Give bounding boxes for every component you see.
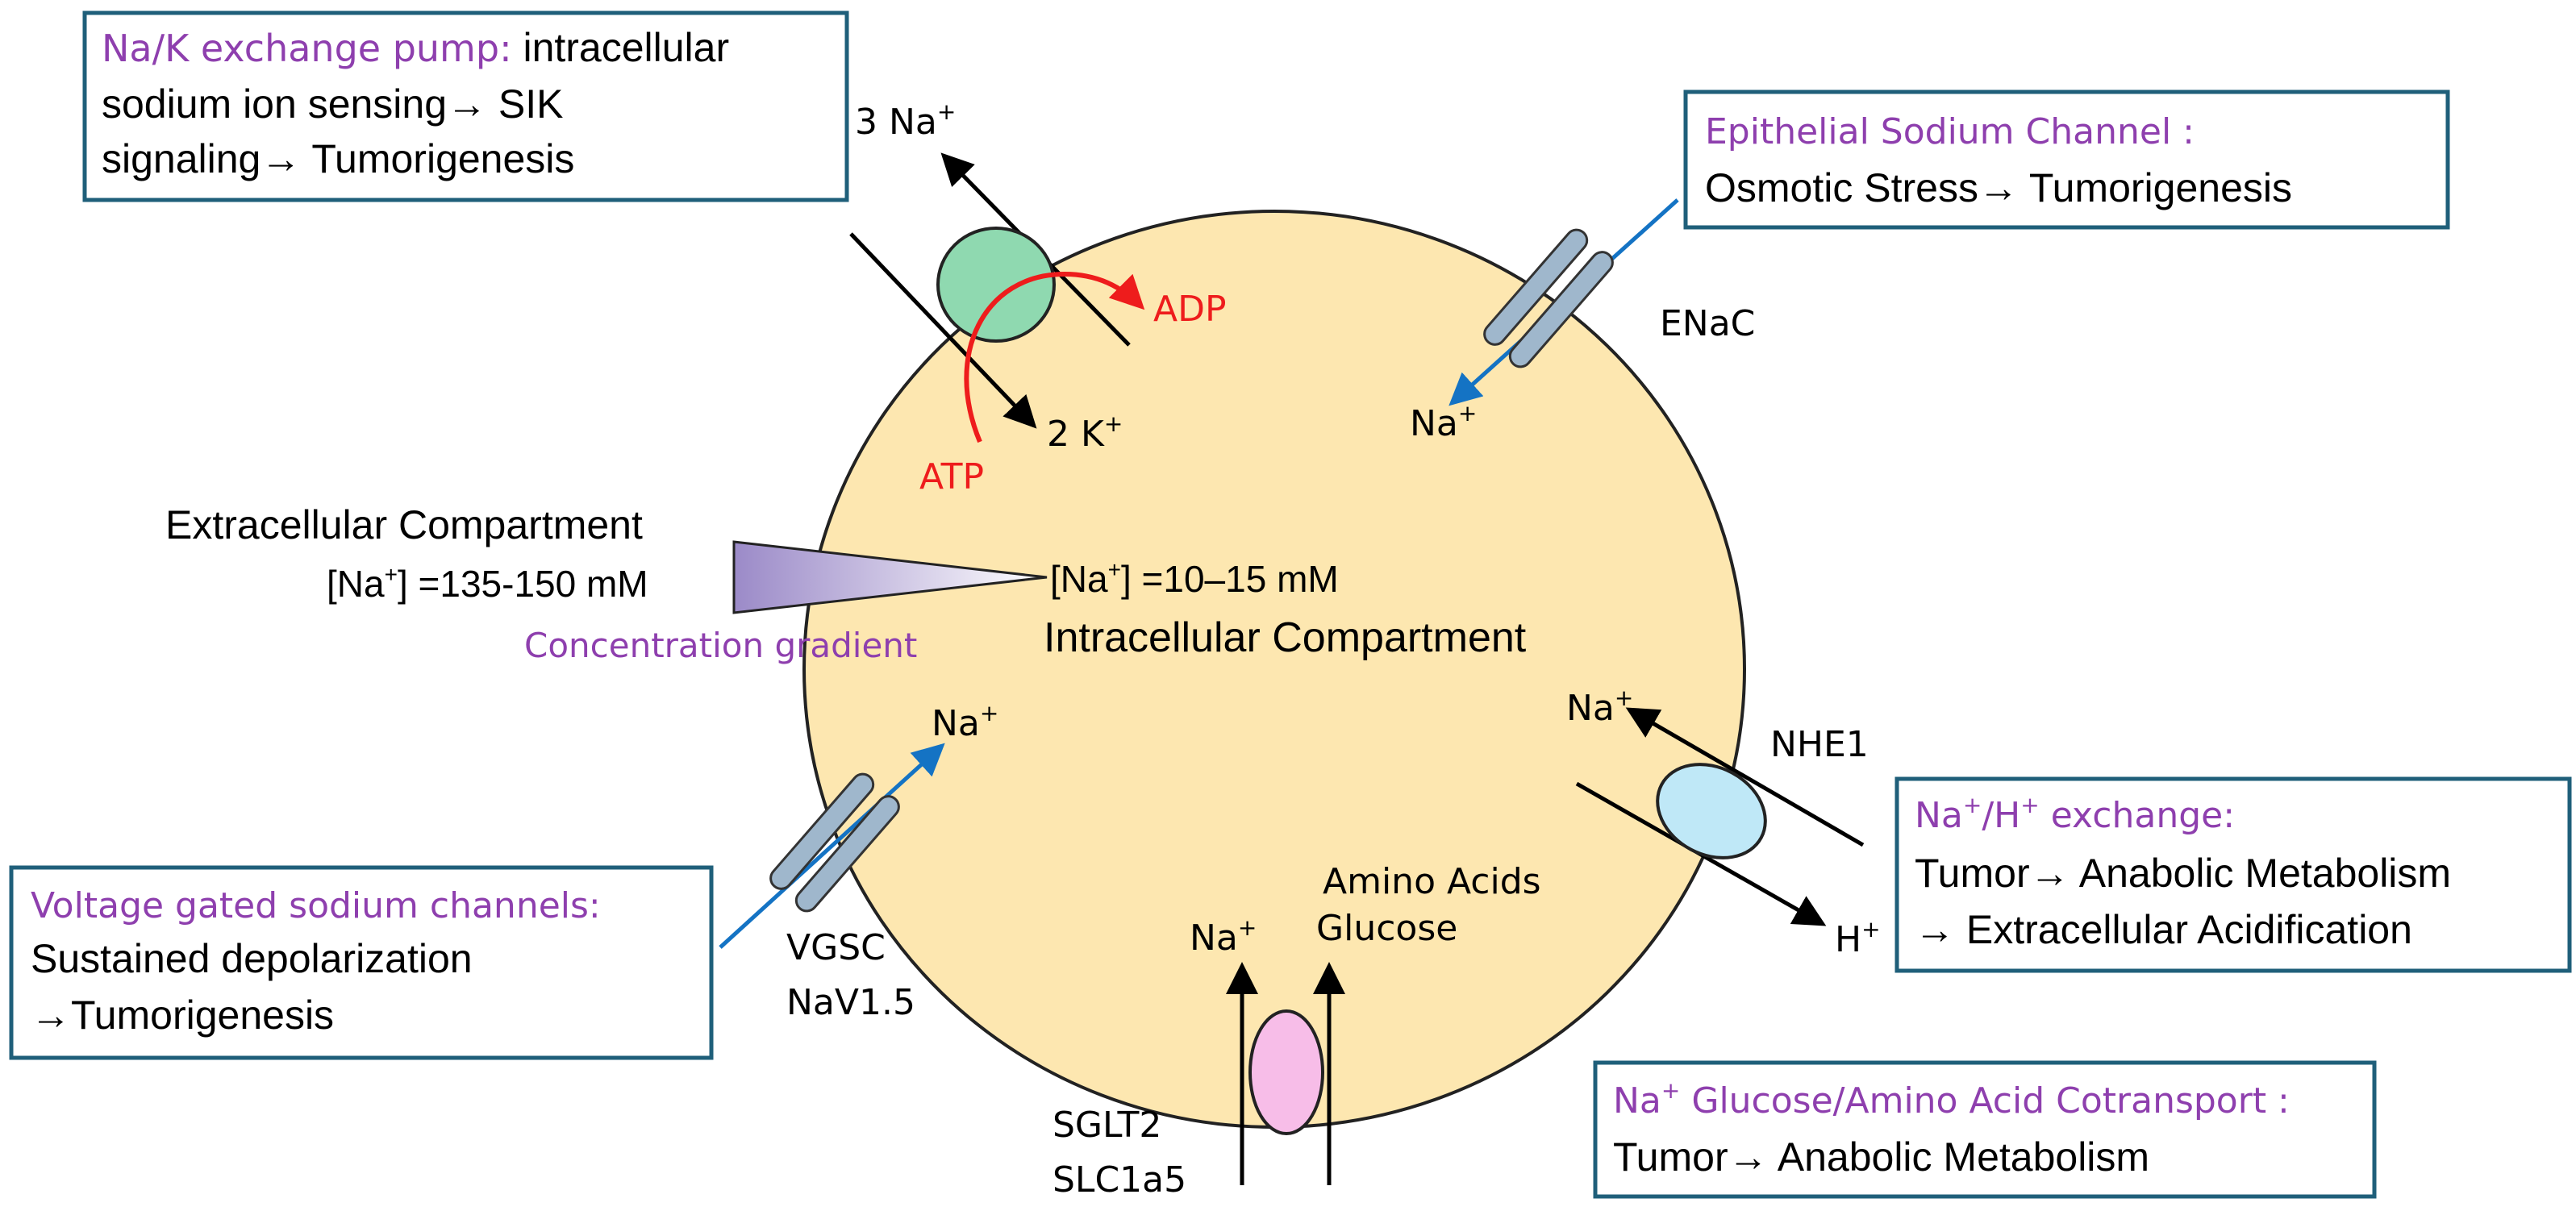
- nhe-callout-line2: → Extracellular Acidification: [1915, 907, 2412, 952]
- intracellular-concentration: [Na+] =10–15 mM: [1050, 557, 1339, 600]
- nak-pump-icon: [936, 227, 1056, 343]
- pump-k-in-arrow: [849, 232, 1037, 429]
- concentration-gradient-label: Concentration gradient: [524, 626, 917, 665]
- glucose-label: Glucose: [1316, 908, 1457, 949]
- nak-callout-title: Na/K exchange pump:: [102, 27, 512, 70]
- concentration-gradient-wedge: [732, 540, 1048, 614]
- extracellular-title: Extracellular Compartment: [165, 502, 643, 547]
- sglt-cotransporter-icon: [1248, 1009, 1324, 1135]
- enac-callout-line1: Osmotic Stress→ Tumorigenesis: [1705, 165, 2292, 210]
- slc1a5-name-label: SLC1a5: [1052, 1159, 1186, 1201]
- nak-pump-callout: Na/K exchange pump: intracellular sodium…: [82, 10, 849, 202]
- adp-label: ADP: [1153, 289, 1227, 330]
- vgsc-callout-line1: Sustained depolarization: [31, 936, 473, 981]
- nhe-h-label: H+: [1835, 916, 1881, 960]
- nak-callout-line2: sodium ion sensing→ SIK: [102, 81, 564, 127]
- atp-label: ATP: [919, 456, 984, 497]
- vgsc-na-label: Na+: [932, 700, 998, 744]
- cotransport-callout: Na+ Glucose/Amino Acid Cotransport : Tum…: [1593, 1060, 2377, 1199]
- sglt-na-label: Na+: [1190, 914, 1257, 959]
- nav15-name-label: NaV1.5: [786, 982, 915, 1023]
- pump-k-in-label: 2 K+: [1047, 410, 1123, 455]
- cotransport-callout-title: Na+ Glucose/Amino Acid Cotransport :: [1613, 1077, 2290, 1122]
- svg-text:Na/K exchange pump: intracellu: Na/K exchange pump: intracellular: [102, 25, 729, 70]
- vgsc-channel-icon: [769, 772, 900, 913]
- cotransport-callout-line1: Tumor→ Anabolic Metabolism: [1613, 1134, 2149, 1180]
- enac-callout-title: Epithelial Sodium Channel :: [1705, 111, 2195, 152]
- vgsc-callout: Voltage gated sodium channels: Sustained…: [9, 865, 714, 1060]
- atp-adp-curve-arrow: [964, 271, 1145, 443]
- cell-body: [802, 210, 1746, 1129]
- sglt2-name-label: SGLT2: [1052, 1105, 1161, 1146]
- enac-label: ENaC: [1660, 303, 1755, 344]
- vgsc-na-in-arrow: [719, 743, 945, 949]
- intracellular-title: Intracellular Compartment: [1044, 614, 1527, 661]
- nhe-na-out-arrow: [1625, 707, 1865, 847]
- nhe-callout: Na+/H+ exchange: Tumor→ Anabolic Metabol…: [1894, 776, 2572, 973]
- nhe1-exchanger-icon: [1656, 763, 1767, 859]
- nak-callout-line3: signaling→ Tumorigenesis: [102, 136, 574, 181]
- enac-na-label: Na+: [1410, 400, 1477, 444]
- enac-channel-icon: [1483, 228, 1614, 368]
- vgsc-callout-line2: →Tumorigenesis: [31, 993, 334, 1038]
- nhe-callout-title: Na+/H+ exchange:: [1915, 792, 2235, 836]
- pump-na-out-label: 3 Na+: [855, 98, 956, 143]
- nhe-na-label: Na+: [1566, 685, 1633, 729]
- vgsc-callout-title: Voltage gated sodium channels:: [31, 885, 601, 926]
- vgsc-name-label: VGSC: [786, 927, 886, 968]
- amino-acids-label: Amino Acids: [1323, 861, 1541, 902]
- extracellular-concentration: [Na+] =135-150 mM: [327, 562, 648, 605]
- enac-callout: Epithelial Sodium Channel : Osmotic Stre…: [1683, 89, 2450, 230]
- nhe1-name-label: NHE1: [1770, 724, 1869, 765]
- nhe-callout-line1: Tumor→ Anabolic Metabolism: [1915, 851, 2451, 896]
